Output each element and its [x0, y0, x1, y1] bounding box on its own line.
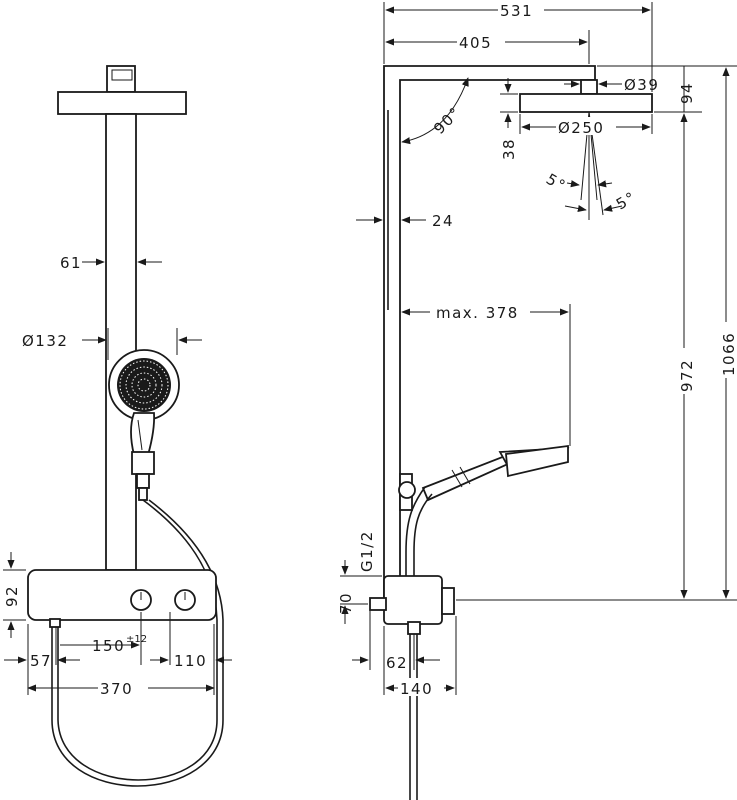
dim-61: 61	[60, 254, 162, 272]
dim-1066-label: 1066	[720, 332, 737, 376]
hand-shower-front	[108, 349, 180, 501]
dim-39: Ø39	[564, 76, 659, 94]
dim-94: 94	[597, 65, 702, 113]
g12-label-group: G1/2	[340, 530, 382, 577]
shower-head-plate-front	[57, 91, 187, 115]
dim-94-label: 94	[678, 82, 696, 104]
dim-140: 140	[383, 616, 457, 698]
dim-250: Ø250	[519, 114, 653, 137]
dim-70-label: 70	[337, 592, 355, 614]
dim-38-label: 38	[500, 138, 518, 160]
shower-head-plate-side	[519, 93, 653, 113]
dim-140-label: 140	[400, 680, 433, 698]
hand-shower-side	[421, 444, 570, 502]
dim-62: 62	[352, 610, 440, 672]
angle-5b-label: 5°	[613, 188, 639, 214]
head-connector-front-inner	[111, 69, 133, 81]
dim-405: 405	[385, 30, 590, 64]
angle-90: 90°	[401, 77, 469, 145]
front-view: 61 Ø132 92 57	[3, 65, 232, 787]
hose-front	[51, 499, 224, 787]
dim-92: 92	[3, 552, 26, 638]
dim-531-label: 531	[500, 2, 533, 20]
dim-972: 972	[654, 113, 702, 601]
dim-370-label: 370	[100, 680, 133, 698]
dim-24-label: 24	[432, 212, 454, 230]
angle-90-label: 90°	[430, 103, 465, 138]
dim-405-label: 405	[459, 34, 492, 52]
dim-132: Ø132	[22, 328, 202, 360]
g12-label: G1/2	[358, 530, 376, 572]
dim-132-label: Ø132	[22, 332, 68, 350]
angle-5a-label: 5°	[543, 170, 569, 196]
dim-24: 24	[356, 212, 454, 230]
thermostat-body-side	[383, 575, 443, 625]
thermostat-body-front	[27, 569, 217, 621]
dim-max-378: max. 378	[401, 304, 571, 446]
hose-side	[405, 486, 433, 800]
dim-1066: 1066	[456, 65, 737, 601]
head-connector-side	[580, 79, 598, 95]
riser-pipe-side	[383, 65, 596, 601]
side-view: 5° 5° 90°	[337, 0, 737, 800]
dim-61-label: 61	[60, 254, 82, 272]
dim-150-tol: ±12	[126, 634, 147, 645]
dim-57-label: 57	[30, 652, 52, 670]
thermostat-knobs-front	[130, 589, 196, 611]
riser-pipe-front	[105, 113, 137, 571]
dim-max-378-label: max. 378	[436, 304, 519, 322]
dim-531: 531	[383, 0, 653, 92]
dim-39-label: Ø39	[624, 76, 659, 94]
dim-110-label: 110	[174, 652, 207, 670]
dim-150-label: 150	[92, 637, 125, 655]
dim-250-label: Ø250	[558, 119, 604, 137]
dim-row-bottom: 57 150 ±12 110 370	[4, 612, 232, 698]
dim-92-label: 92	[3, 585, 21, 607]
dim-70: 70	[337, 560, 368, 624]
dim-972-label: 972	[678, 359, 696, 392]
dim-38: 38	[500, 78, 518, 160]
dim-62-label: 62	[386, 654, 408, 672]
